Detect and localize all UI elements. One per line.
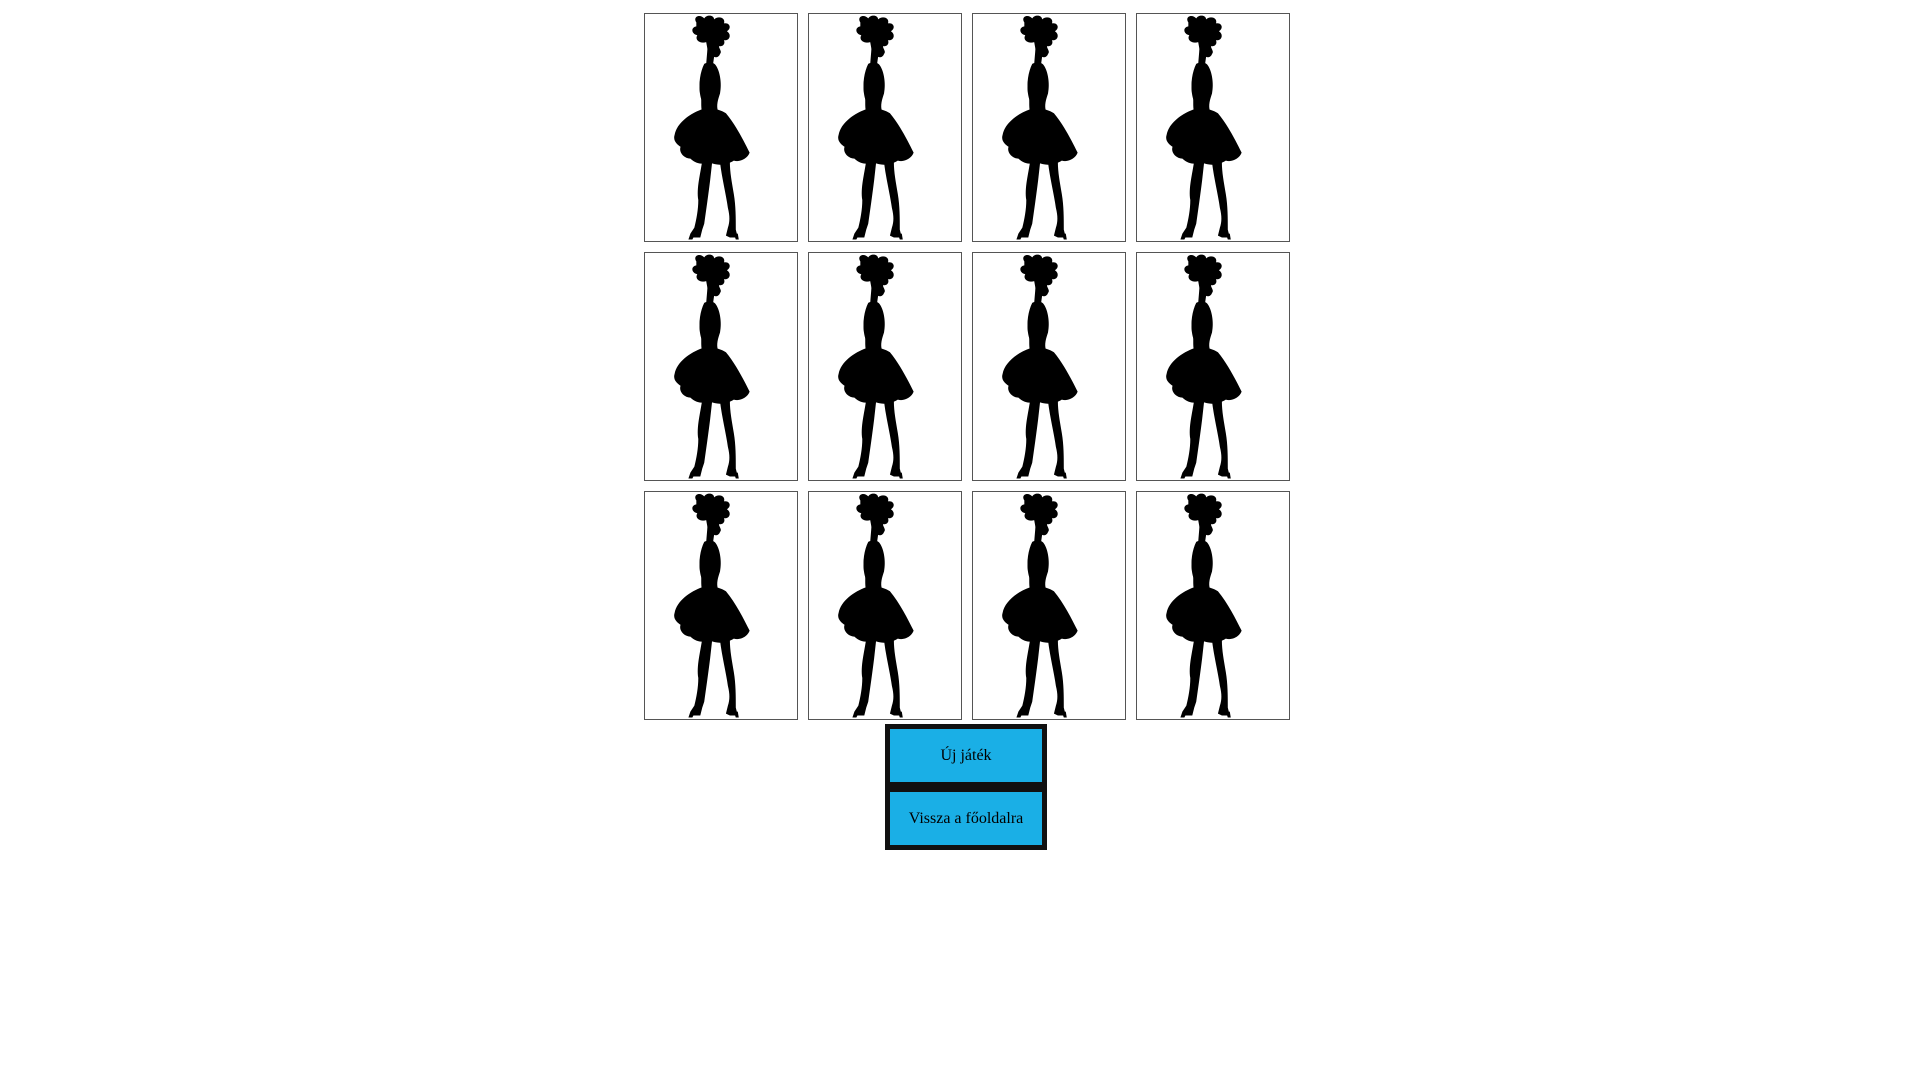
memory-card[interactable] bbox=[1136, 13, 1290, 242]
memory-card[interactable] bbox=[808, 491, 962, 720]
new-game-button[interactable]: Új játék bbox=[885, 724, 1047, 787]
memory-card[interactable] bbox=[1136, 491, 1290, 720]
memory-card[interactable] bbox=[644, 491, 798, 720]
game-controls: Új játék Vissza a főoldalra bbox=[885, 724, 1047, 850]
memory-card[interactable] bbox=[644, 13, 798, 242]
card-grid bbox=[644, 13, 1294, 720]
memory-card[interactable] bbox=[644, 252, 798, 481]
memory-card[interactable] bbox=[808, 252, 962, 481]
memory-card[interactable] bbox=[972, 491, 1126, 720]
memory-card[interactable] bbox=[1136, 252, 1290, 481]
memory-card[interactable] bbox=[972, 13, 1126, 242]
back-to-home-button[interactable]: Vissza a főoldalra bbox=[885, 787, 1047, 850]
memory-card[interactable] bbox=[808, 13, 962, 242]
memory-card[interactable] bbox=[972, 252, 1126, 481]
